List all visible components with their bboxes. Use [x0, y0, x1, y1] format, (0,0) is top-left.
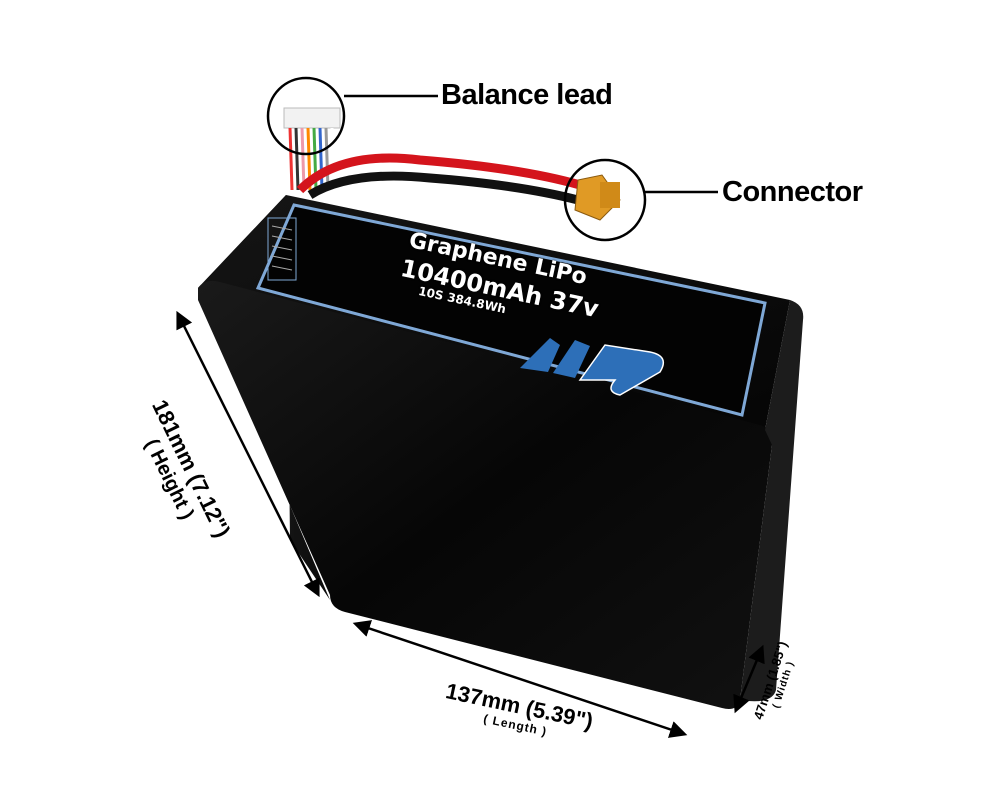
- battery-right-edge: [740, 300, 804, 702]
- battery-body: [198, 195, 804, 709]
- xt-connector: [574, 174, 621, 221]
- height-dimension-arrow: [176, 310, 320, 598]
- power-leads: [296, 153, 582, 205]
- width-dimension-arrow: [733, 644, 765, 714]
- brand-logo: [520, 338, 665, 396]
- connector-callout-circle: [563, 158, 647, 242]
- balance-lead-callout-circle: [266, 76, 346, 156]
- length-dimension-arrow: [352, 620, 688, 738]
- label-fine-print: [267, 217, 297, 281]
- connector-callout: Connector: [722, 176, 863, 208]
- battery-front-face: [198, 280, 773, 709]
- balance-lead-callout: Balance lead: [441, 79, 613, 111]
